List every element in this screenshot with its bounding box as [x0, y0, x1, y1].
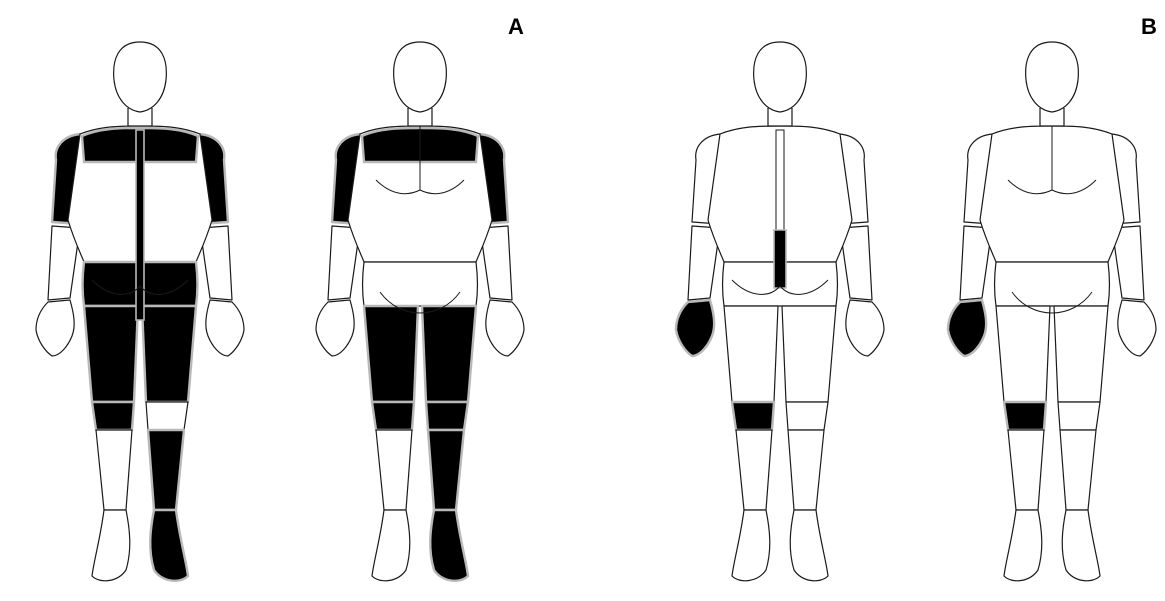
region-l-foot	[732, 510, 770, 581]
panel-a-back-figure	[0, 30, 280, 600]
region-l-hand-shaded	[676, 300, 714, 356]
region-r-shin	[788, 430, 824, 510]
region-l-thigh-shaded	[364, 306, 418, 402]
region-l-shin	[1008, 430, 1044, 510]
region-l-hand	[316, 300, 354, 356]
body-silhouette-front	[912, 30, 1165, 600]
region-l-foot	[1004, 510, 1042, 581]
panel-b-front-figure	[912, 30, 1165, 600]
region-r-hand	[846, 300, 884, 356]
region-r-knee	[786, 402, 828, 430]
region-l-foot	[92, 510, 130, 581]
region-r-hand	[206, 300, 244, 356]
region-r-shin-shaded	[428, 430, 464, 510]
region-spine-shaded	[136, 130, 144, 320]
region-l-hand	[36, 300, 74, 356]
region-spine-shaded	[774, 230, 786, 288]
region-r-knee	[1058, 402, 1100, 430]
region-l-knee-shaded	[1004, 402, 1046, 430]
region-l-thigh	[724, 306, 778, 402]
head	[1026, 42, 1079, 112]
region-r-thigh-shaded	[422, 306, 476, 402]
head	[754, 42, 807, 112]
panel-b-back-figure	[640, 30, 920, 600]
region-r-foot	[1062, 510, 1100, 581]
region-r-hand	[1118, 300, 1156, 356]
region-l-shin	[376, 430, 412, 510]
body-silhouette-front	[280, 30, 560, 600]
region-r-hand	[486, 300, 524, 356]
region-r-thigh	[1054, 306, 1108, 402]
region-pelvis	[995, 262, 1110, 306]
panel-a-front-figure	[280, 30, 560, 600]
region-pelvis	[363, 262, 478, 306]
region-l-thigh-shaded	[84, 306, 138, 402]
head	[114, 42, 167, 112]
region-r-shin-shaded	[148, 430, 184, 510]
region-l-foot	[372, 510, 410, 581]
region-r-knee	[146, 402, 188, 430]
region-r-thigh	[782, 306, 836, 402]
region-l-thigh	[996, 306, 1050, 402]
body-silhouette-back	[0, 30, 280, 600]
region-l-hand-shaded	[948, 300, 986, 356]
body-silhouette-back	[640, 30, 920, 600]
region-l-knee-shaded	[732, 402, 774, 430]
region-l-shin	[96, 430, 132, 510]
region-r-knee-shaded	[426, 402, 468, 430]
region-r-foot-shaded	[150, 510, 188, 581]
head	[394, 42, 447, 112]
region-r-foot	[790, 510, 828, 581]
region-r-thigh-shaded	[142, 306, 196, 402]
region-l-knee-shaded	[92, 402, 134, 430]
region-l-shin	[736, 430, 772, 510]
region-r-shin	[1060, 430, 1096, 510]
region-r-foot-shaded	[430, 510, 468, 581]
region-l-knee-shaded	[372, 402, 414, 430]
